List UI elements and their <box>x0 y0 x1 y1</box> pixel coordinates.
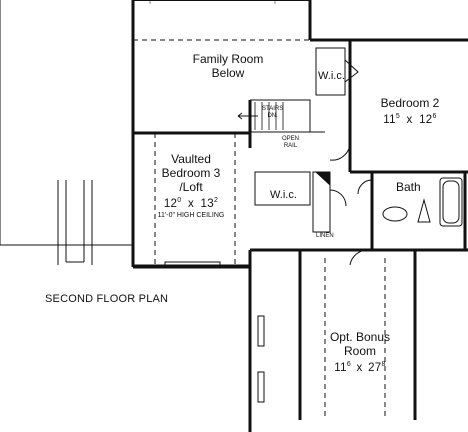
bonus-room-name: Opt. Bonus <box>329 330 391 344</box>
family-room-label: Family Room Below <box>178 52 278 80</box>
bedroom-3-label: Vaulted Bedroom 3 /Loft 120 x 132 11'-0"… <box>148 152 234 220</box>
open-rail-label: OPEN RAIL <box>282 136 300 149</box>
plan-title: SECOND FLOOR PLAN <box>45 293 169 305</box>
bonus-room-type: Room <box>343 344 376 358</box>
family-room-name: Family Room <box>192 52 264 66</box>
bedroom-2-name: Bedroom 2 <box>380 96 440 110</box>
bath-label: Bath <box>396 180 421 194</box>
bedroom-3-name: Bedroom 3 <box>161 166 221 180</box>
bonus-room-label: Opt. Bonus Room 116 x 278 <box>320 330 400 375</box>
bedroom-3-vaulted: Vaulted <box>171 152 211 166</box>
bedroom-2-dimensions: 115 x 126 <box>383 113 437 126</box>
wic-lower-label: W.i.c. <box>270 189 297 201</box>
bedroom-3-dimensions: 120 x 132 <box>163 197 219 210</box>
bonus-room-dimensions: 116 x 278 <box>334 361 386 374</box>
stairs-label: STAIRS DN. <box>262 106 284 119</box>
bedroom-3-loft: /Loft <box>179 180 203 194</box>
wic-upper-label: W.i.c. <box>318 70 345 82</box>
family-room-below: Below <box>211 66 245 80</box>
bedroom-2-label: Bedroom 2 115 x 126 <box>368 96 452 127</box>
bedroom-3-ceiling-note: 11'-0" HIGH CEILING <box>157 211 225 219</box>
linen-label: LINEN <box>316 233 334 239</box>
